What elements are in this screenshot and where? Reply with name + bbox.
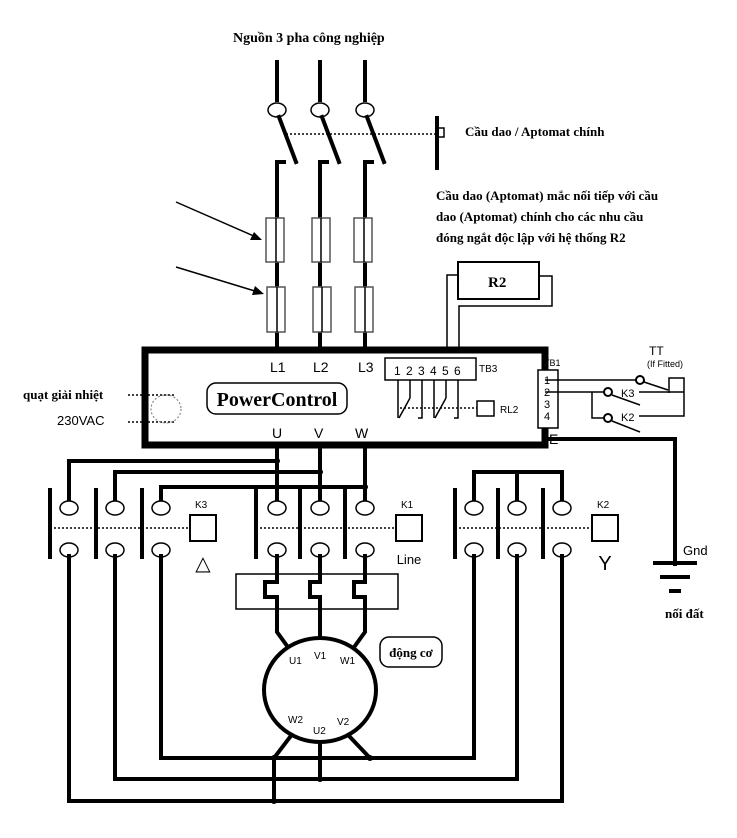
motor-terminal-v1: V1 — [314, 651, 327, 662]
tb3-pin: 3 — [418, 364, 425, 378]
tb3-terminal-block — [384, 357, 477, 381]
ground-symbol — [546, 437, 697, 593]
tb1-pin: 1 — [544, 375, 550, 387]
tb3-pin: 4 — [430, 364, 437, 378]
ground-label: Gnd — [683, 543, 708, 558]
motor-label: động cơ — [389, 645, 433, 660]
contactor-function: Y — [598, 553, 611, 575]
rl2-label: RL2 — [500, 405, 519, 416]
tb1-terminal-block — [537, 369, 559, 429]
main-disconnect-switch — [267, 60, 445, 224]
input-terminal-l3: L3 — [358, 359, 374, 375]
motor-terminal-u1: U1 — [289, 656, 302, 667]
motor-terminal-w2: W2 — [288, 715, 303, 726]
fuse-note-line: Cầu dao (Aptomat) mắc nối tiếp với cầu — [436, 188, 658, 203]
tb3-pins: 1 2 3 4 5 6 — [394, 364, 461, 378]
tb1-pins: 1 2 3 4 — [544, 375, 550, 423]
output-terminal-w: W — [355, 425, 369, 441]
tb1-pin: 4 — [544, 411, 550, 423]
tb3-pin: 1 — [394, 364, 401, 378]
contact-terminal — [310, 500, 330, 516]
motor-label-box — [379, 636, 443, 668]
contact-terminal — [355, 500, 375, 516]
motor-terminal-v2: V2 — [337, 717, 350, 728]
contact-terminal — [267, 500, 287, 516]
tb3-label: TB3 — [479, 364, 498, 375]
r2-label: R2 — [488, 275, 506, 291]
thermostat-note: (If Fitted) — [647, 359, 683, 369]
contactor-k3: K3 △ — [48, 488, 217, 575]
input-terminal-l2: L2 — [313, 359, 329, 375]
fuse-arrows — [175, 201, 264, 295]
supply-title: Nguồn 3 pha công nghiệp — [233, 31, 385, 46]
contactor-function: Line — [397, 552, 422, 567]
tb1-pin: 3 — [544, 399, 550, 411]
tb1-label: TB1 — [544, 358, 561, 368]
ground-note: nối đất — [665, 606, 704, 621]
tb3-pin: 2 — [406, 364, 413, 378]
fan — [128, 394, 182, 424]
motor-terminal-u2: U2 — [313, 726, 326, 737]
input-terminal-l1: L1 — [270, 359, 286, 375]
aux-contact-k2: K2 — [621, 412, 634, 424]
contact-terminal — [105, 500, 125, 516]
output-terminal-u: U — [272, 425, 282, 441]
interlock-circuit — [545, 375, 685, 433]
rl2-relay-contacts — [397, 380, 495, 419]
contact-terminal — [507, 500, 527, 516]
fuse-note: Cầu dao (Aptomat) mắc nối tiếp với cầu d… — [436, 188, 658, 245]
tb1-pin: 2 — [544, 387, 550, 399]
contactor-coil — [189, 514, 217, 542]
motor-return-wiring — [67, 554, 564, 804]
thermostat-label: TT — [649, 344, 664, 358]
fan-label: quạt giải nhiệt — [23, 387, 104, 402]
fuse-note-line: đóng ngắt độc lập với hệ thống R2 — [436, 230, 626, 245]
contactor-function: △ — [195, 553, 211, 575]
fuses — [265, 217, 374, 350]
motor-terminal-w1: W1 — [340, 656, 355, 667]
contactor-id: K1 — [401, 500, 414, 511]
contactor-coil — [395, 514, 423, 542]
powercontrol-label: PowerControl — [217, 389, 338, 411]
contactor-coil — [591, 514, 619, 542]
contact-terminal — [552, 500, 572, 516]
contactor-id: K3 — [195, 500, 208, 511]
output-bus — [67, 446, 564, 502]
fuse-note-line: dao (Aptomat) chính cho các nhu cầu — [436, 209, 643, 224]
main-switch-label: Cầu dao / Aptomat chính — [465, 124, 605, 139]
contact-terminal — [59, 500, 79, 516]
contactor-k2: K2Y — [453, 488, 619, 575]
contactor-id: K2 — [597, 500, 610, 511]
r2-resistor — [446, 261, 553, 348]
aux-contact-k3: K3 — [621, 388, 634, 400]
contact-terminal — [464, 500, 484, 516]
powercontrol-label-box — [206, 382, 348, 415]
tb3-pin: 6 — [454, 364, 461, 378]
overload-relay — [235, 554, 399, 653]
contact-terminal — [151, 500, 171, 516]
tb3-pin: 5 — [442, 364, 449, 378]
output-terminal-v: V — [314, 425, 324, 441]
fan-voltage: 230VAC — [57, 413, 104, 428]
